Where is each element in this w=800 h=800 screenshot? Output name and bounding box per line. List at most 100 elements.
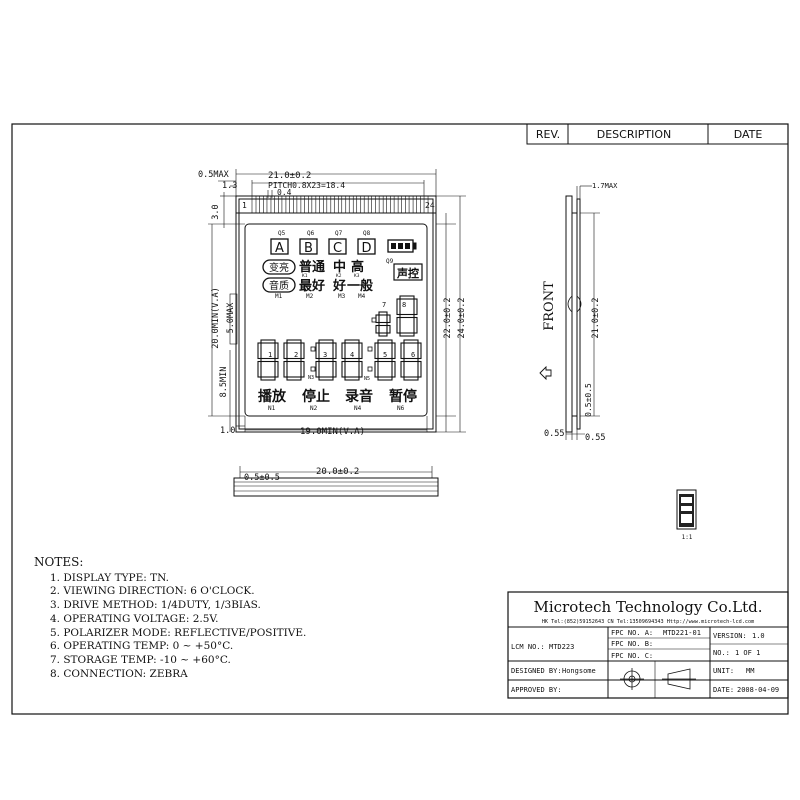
digit-segment [378, 321, 388, 327]
small-n5: N5 [364, 376, 370, 382]
label-m3: M3 [338, 293, 346, 300]
action-play: 播放 [258, 388, 287, 405]
letter-b: B [304, 241, 313, 256]
digit-segment [399, 313, 415, 319]
digit-segment [375, 324, 380, 334]
dim-max-50: 5.0MAX [226, 302, 236, 334]
digit-segment [315, 342, 320, 360]
dim-side-055a: 0.55 [544, 429, 564, 439]
code-n4: N4 [354, 405, 362, 412]
action-record: 录音 [345, 388, 373, 405]
dim-04: 0.4 [277, 188, 292, 197]
action-stop: 停止 [302, 388, 330, 405]
seg-q7: Q7 [335, 230, 343, 237]
unit-value: MM [746, 667, 754, 675]
digit-segment [396, 298, 401, 316]
digit-segment [341, 342, 346, 360]
seg-q9: Q9 [386, 258, 394, 265]
digit-segment [400, 360, 405, 378]
dim-height-22: 22.0±0.2 [443, 298, 453, 339]
small-n3: N3 [308, 375, 314, 381]
lcm-value: MTD223 [549, 643, 574, 651]
digit-segment [403, 357, 419, 363]
revision-table: REV. DESCRIPTION DATE [526, 123, 789, 145]
mode-zuihao: 最好 [299, 278, 325, 294]
digit-segment [318, 339, 334, 344]
note-item: 4. OPERATING VOLTAGE: 2.5V. [50, 612, 219, 625]
digit-segment [403, 339, 419, 344]
digit-segment [260, 339, 276, 344]
bottom-view: 20.0±0.2 0.5±0.5 [233, 466, 439, 497]
digit-segment [417, 360, 422, 378]
digit-segment [396, 316, 401, 334]
mode-yinzhi: 音质 [269, 279, 289, 292]
digit-segment [391, 360, 396, 378]
digit-segment [358, 360, 363, 378]
approved-label: APPROVED BY: [511, 686, 562, 694]
letter-d: D [361, 241, 371, 256]
front-view: 1 24 21.0±0.2 PITCH0.8X23=18.4 0.4 0.5MA… [198, 169, 467, 437]
digit-segment [274, 342, 279, 360]
digit-num-7: 7 [382, 301, 386, 309]
version-label: VERSION: [713, 632, 747, 640]
digit-segment [344, 339, 360, 344]
scale-label: 1:1 [682, 534, 693, 541]
dim-pitch: PITCH0.8X23=18.4 [268, 181, 345, 190]
digit-segment [377, 357, 393, 363]
digit-segment [399, 332, 415, 337]
notes-block: NOTES: 1. DISPLAY TYPE: TN. 2. VIEWING D… [34, 555, 306, 681]
mode-bianliang: 变亮 [269, 261, 289, 274]
note-item: 3. DRIVE METHOD: 1/4DUTY, 1/3BIAS. [50, 599, 261, 612]
code-n6: N6 [397, 405, 405, 412]
note-item: 1. DISPLAY TYPE: TN. [50, 571, 169, 584]
mode-gao: 高 [351, 259, 364, 275]
digit-num-3: 3 [323, 351, 327, 359]
digit-segment [391, 342, 396, 360]
small-k3: K3 [354, 273, 360, 279]
label-m4: M4 [358, 293, 366, 300]
digit-segment [374, 360, 379, 378]
rev-header: REV. [536, 128, 560, 141]
seg-q6: Q6 [307, 230, 315, 237]
letter-a: A [275, 241, 284, 256]
digit-segment [375, 314, 380, 324]
company-contact: HK Tel:(852)59152643 CN Tel:13509694343 … [542, 619, 754, 625]
digit-segment [417, 342, 422, 360]
digit-segment [400, 342, 405, 360]
seg-q5: Q5 [278, 230, 286, 237]
company-name: Microtech Technology Co.Ltd. [533, 598, 762, 616]
digit-segment [318, 376, 334, 381]
projection-symbol-icon [620, 668, 696, 690]
title-block: Microtech Technology Co.Ltd. HK Tel:(852… [507, 591, 789, 699]
dim-bottom-width: 20.0±0.2 [316, 467, 359, 477]
digit-segment [283, 360, 288, 378]
digit-segment [374, 342, 379, 360]
lcm-label: LCM NO.: [511, 643, 545, 651]
code-n1: N1 [268, 405, 276, 412]
dim-side-055b: 0.55 [585, 433, 605, 443]
digit-segment [386, 314, 391, 324]
digit-segment [315, 360, 320, 378]
description-header: DESCRIPTION [597, 128, 671, 141]
date-header: DATE [734, 128, 763, 141]
digit-segment [377, 376, 393, 381]
dim-width-21: 21.0±0.2 [268, 171, 311, 181]
label-m1: M1 [275, 293, 283, 300]
unit-label: UNIT: [713, 667, 734, 675]
side-view: 1.7MAX 21.0±0.2 0.5±0.5 0.55 0.55 FRONT [539, 182, 618, 443]
note-item: 6. OPERATING TEMP: 0 ~ +50°C. [50, 640, 234, 653]
digit-segment [344, 357, 360, 363]
sheet-no-value: 1 OF 1 [735, 649, 760, 657]
digit-segment [257, 342, 262, 360]
digit-segment [260, 376, 276, 381]
digit-num-8: 8 [402, 301, 406, 309]
label-m2: M2 [306, 293, 314, 300]
seven-seg-digits [257, 295, 422, 381]
digit-segment [332, 360, 337, 378]
letter-c: C [333, 241, 342, 256]
date-label: DATE: [713, 686, 734, 694]
small-k1: K1 [302, 273, 308, 279]
digit-segment [399, 295, 415, 300]
designed-label: DESIGNED BY: [511, 667, 562, 675]
